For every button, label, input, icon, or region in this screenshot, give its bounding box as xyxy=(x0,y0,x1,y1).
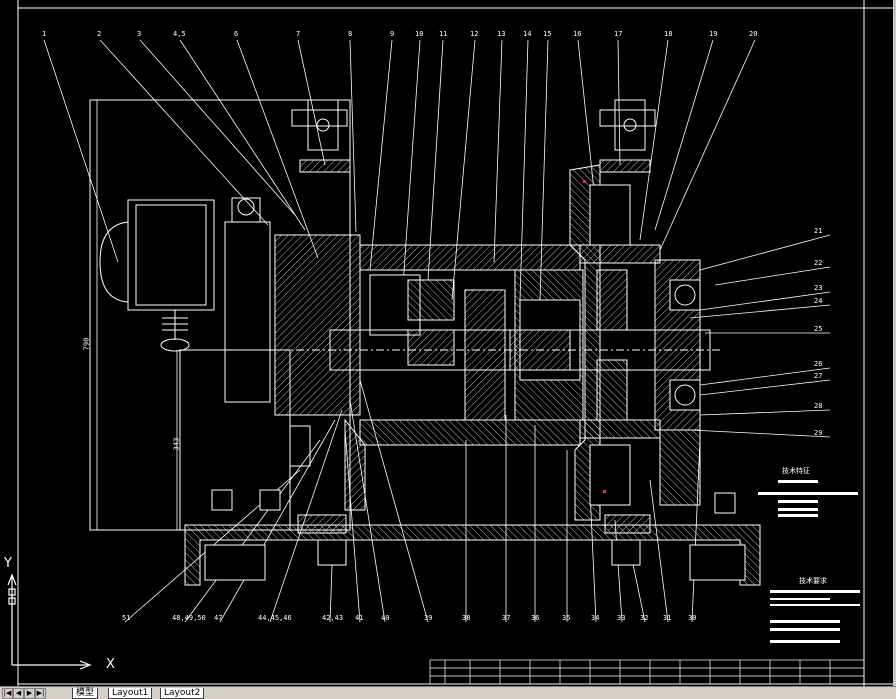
next-tab-button[interactable]: ▶ xyxy=(24,688,35,699)
prev-tab-button[interactable]: ◀ xyxy=(13,688,24,699)
base-frame xyxy=(184,489,761,586)
callout-16: 16 xyxy=(573,30,582,38)
lifting-eyes xyxy=(291,99,656,173)
callout-51: 51 xyxy=(122,614,131,622)
callout-48-49-50: 48,49,50 xyxy=(172,614,206,622)
main-shaft xyxy=(280,329,720,371)
callout-34: 34 xyxy=(591,614,600,622)
callout-36: 36 xyxy=(531,614,540,622)
top-leader-lines xyxy=(43,39,756,301)
callout-13: 13 xyxy=(497,30,506,38)
callout-10: 10 xyxy=(415,30,424,38)
callout-27: 27 xyxy=(814,372,823,380)
callout-9: 9 xyxy=(390,30,395,38)
callout-12: 12 xyxy=(470,30,479,38)
callout-30: 30 xyxy=(688,614,697,622)
right-leader-lines xyxy=(689,234,831,438)
callout-21: 21 xyxy=(814,227,823,235)
red-markers xyxy=(583,180,606,493)
callout-2: 2 xyxy=(97,30,102,38)
callout-14: 14 xyxy=(523,30,532,38)
callout-11: 11 xyxy=(439,30,448,38)
callout-24: 24 xyxy=(814,297,823,305)
tech-notes-block xyxy=(758,480,860,643)
callout-41: 41 xyxy=(355,614,364,622)
main-housing xyxy=(274,164,701,521)
callout-23: 23 xyxy=(814,284,823,292)
callout-40: 40 xyxy=(381,614,390,622)
callout-15: 15 xyxy=(543,30,552,38)
motor-assembly xyxy=(89,99,351,531)
callout-19: 19 xyxy=(709,30,718,38)
callout-47: 47 xyxy=(214,614,223,622)
callout-44-45-46: 44,45,46 xyxy=(258,614,292,622)
callout-3: 3 xyxy=(137,30,142,38)
callout-26: 26 xyxy=(814,360,823,368)
callout-39: 39 xyxy=(424,614,433,622)
dimension-790 xyxy=(96,100,178,530)
tech-characteristics-title: 技术特征 xyxy=(782,467,810,475)
dimension-790-text: 790 xyxy=(82,337,91,351)
callout-1: 1 xyxy=(42,30,47,38)
callout-18: 18 xyxy=(664,30,673,38)
layout-tab-bar: |◀ ◀ ▶ ▶| 模型 Layout1 Layout2 xyxy=(0,686,896,699)
tech-requirements-title: 技术要求 xyxy=(799,577,827,585)
title-block xyxy=(429,659,865,685)
callout-25: 25 xyxy=(814,325,823,333)
vertical-scrollbar[interactable] xyxy=(893,0,896,686)
callout-4-5: 4,5 xyxy=(173,30,186,38)
callout-7: 7 xyxy=(296,30,301,38)
drawing-frame xyxy=(17,0,893,686)
last-tab-button[interactable]: ▶| xyxy=(35,688,46,699)
dimension-343-text: 343 xyxy=(172,437,181,451)
ucs-icon xyxy=(7,573,92,670)
callout-28: 28 xyxy=(814,402,823,410)
callout-6: 6 xyxy=(234,30,239,38)
callout-20: 20 xyxy=(749,30,758,38)
callout-35: 35 xyxy=(562,614,571,622)
callout-37: 37 xyxy=(502,614,511,622)
callout-29: 29 xyxy=(814,429,823,437)
callout-32: 32 xyxy=(640,614,649,622)
callout-33: 33 xyxy=(617,614,626,622)
callout-22: 22 xyxy=(814,259,823,267)
callout-42-43: 42,43 xyxy=(322,614,344,622)
tab-layout2[interactable]: Layout2 xyxy=(160,688,205,699)
callout-17: 17 xyxy=(614,30,623,38)
callout-31: 31 xyxy=(663,614,672,622)
tab-layout1[interactable]: Layout1 xyxy=(108,688,153,699)
gear-train xyxy=(369,184,701,506)
callout-8: 8 xyxy=(348,30,353,38)
ucs-y-label: Y xyxy=(4,556,12,571)
callout-38: 38 xyxy=(462,614,471,622)
tab-model[interactable]: 模型 xyxy=(72,688,99,699)
first-tab-button[interactable]: |◀ xyxy=(2,688,13,699)
ucs-x-label: X xyxy=(106,657,115,672)
